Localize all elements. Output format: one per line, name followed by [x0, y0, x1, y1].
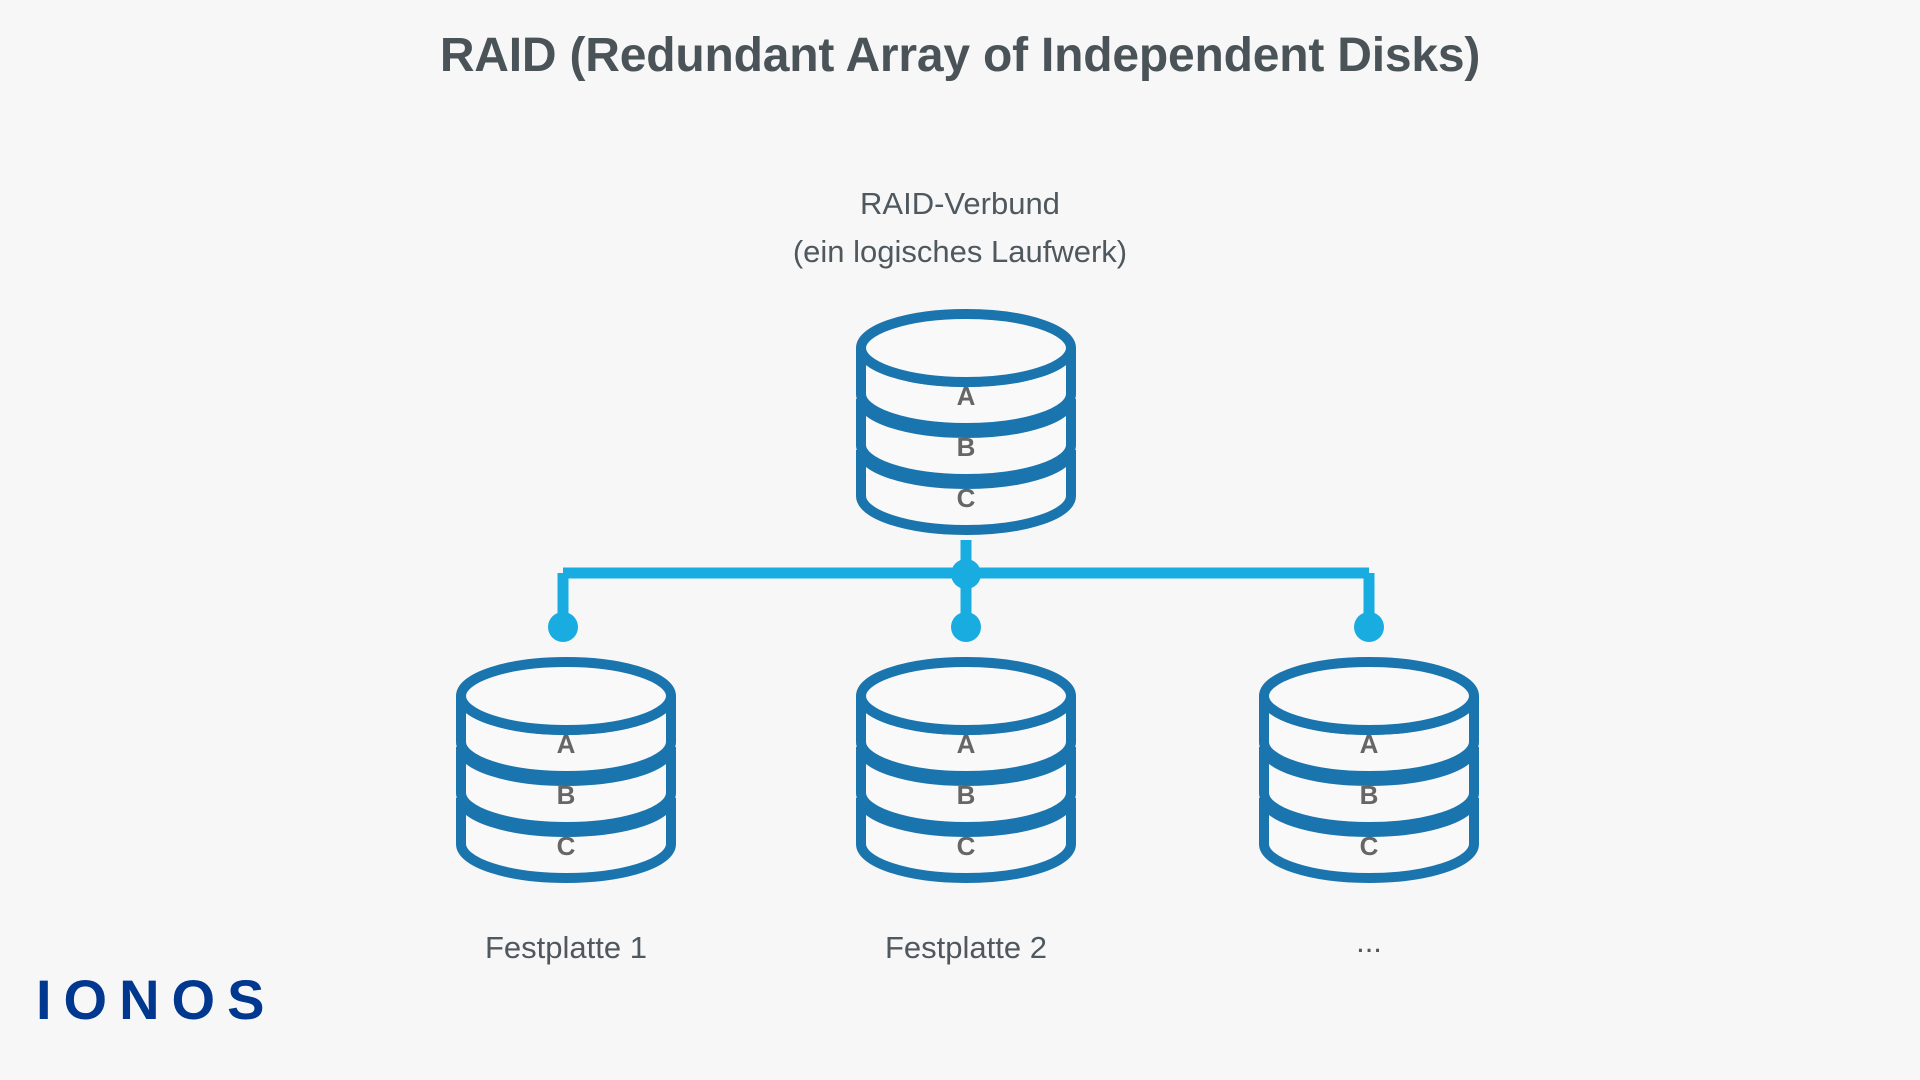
disk-festplatte-2: A B C: [852, 648, 1080, 886]
connector-node-disk1: [548, 612, 578, 642]
disk-top-cap: [856, 309, 1076, 387]
disk-platter-label-b: B: [1360, 780, 1379, 810]
disk-graphic: A B C: [856, 309, 1076, 535]
raid-array-label-line2: (ein logisches Laufwerk): [792, 234, 1128, 269]
disk-platter-label-b: B: [957, 432, 976, 462]
raid-array-label: RAID-Verbund (ein logisches Laufwerk): [0, 180, 1920, 276]
disk-platter-label-b: B: [957, 780, 976, 810]
disk-platter-label-b: B: [557, 780, 576, 810]
disk-graphic: A B C: [456, 657, 676, 883]
raid-array-label-line1: RAID-Verbund: [860, 186, 1060, 221]
disk-top-cap: [456, 657, 676, 735]
connector-node-disk3: [1354, 612, 1384, 642]
raid-array-disk: A B C: [852, 300, 1080, 538]
disk-top-cap: [1259, 657, 1479, 735]
disk-platter-label-c: C: [957, 831, 976, 861]
ionos-logo: IONOS: [36, 968, 277, 1031]
disk-top-cap: [856, 657, 1076, 735]
disk-graphic: A B C: [1259, 657, 1479, 883]
disk-platter-label-a: A: [957, 381, 976, 411]
page-title: RAID (Redundant Array of Independent Dis…: [439, 29, 1481, 82]
disk-graphic: A B C: [856, 657, 1076, 883]
disk-platter-label-a: A: [1360, 729, 1379, 759]
disk-caption-festplatte-more: ...: [1356, 924, 1382, 959]
connector-node-disk2: [951, 612, 981, 642]
disk-caption-festplatte-1: Festplatte 1: [485, 930, 647, 965]
disk-caption-festplatte-2: Festplatte 2: [885, 930, 1047, 965]
disk-festplatte-more: A B C: [1255, 648, 1483, 886]
disk-festplatte-1: A B C: [452, 648, 680, 886]
disk-platter-label-c: C: [557, 831, 576, 861]
disk-platter-label-a: A: [957, 729, 976, 759]
connector-node-center-top: [951, 559, 981, 589]
disk-platter-label-a: A: [557, 729, 576, 759]
disk-platter-label-c: C: [1360, 831, 1379, 861]
disk-platter-label-c: C: [957, 483, 976, 513]
